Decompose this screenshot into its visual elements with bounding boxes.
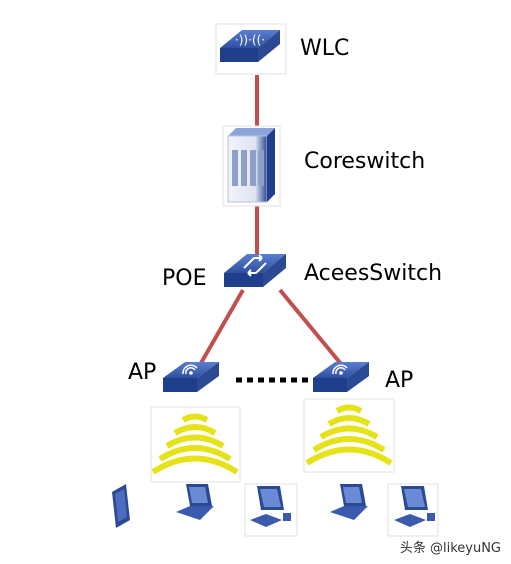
ap-left-label: AP — [128, 360, 157, 385]
link-access-ap-left — [195, 289, 245, 371]
tablet-icon — [112, 484, 130, 528]
ap-right-label: AP — [385, 368, 414, 393]
access-switch-label: AceesSwitch — [304, 261, 443, 286]
core-switch-chassis-icon — [222, 125, 281, 207]
watermark-text: 头条 @likeyuNG — [399, 541, 501, 556]
svg-text:·))·((·: ·))·((· — [235, 33, 265, 47]
desktop-pc-icon — [387, 483, 439, 537]
wlc-label: WLC — [300, 36, 350, 61]
link-access-ap-right — [278, 288, 348, 372]
coreswitch-label: Coreswitch — [304, 149, 426, 174]
wifi-signal-icon — [150, 406, 241, 483]
poe-label: POE — [162, 266, 207, 291]
laptop-icon — [176, 484, 214, 520]
wireless-controller-icon: ·))·((· — [215, 23, 287, 75]
wifi-signal-icon — [303, 398, 395, 473]
laptop-icon — [330, 484, 368, 520]
access-switch-icon — [224, 254, 286, 287]
access-point-icon — [163, 362, 219, 392]
access-point-icon — [313, 362, 369, 392]
desktop-pc-icon — [244, 483, 298, 537]
